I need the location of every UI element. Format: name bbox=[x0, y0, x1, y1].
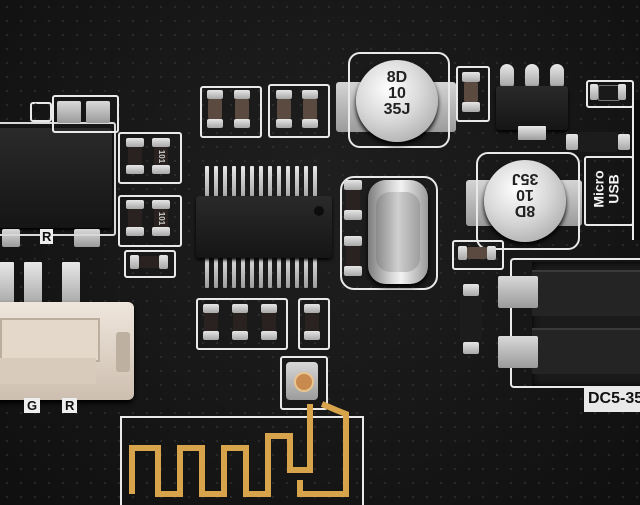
resistor bbox=[261, 304, 277, 340]
resistor bbox=[126, 138, 144, 174]
left-ic-package bbox=[0, 128, 112, 228]
pad bbox=[57, 101, 81, 123]
cap-outline bbox=[456, 66, 490, 122]
regulator-pin bbox=[550, 64, 564, 90]
capacitor bbox=[207, 90, 223, 128]
capacitor bbox=[276, 90, 292, 128]
electrolytic-capacitor: 8D 10 35J bbox=[484, 160, 566, 242]
diode bbox=[460, 284, 482, 354]
antenna-connector-outline bbox=[280, 356, 328, 410]
crystal-outline bbox=[340, 176, 438, 290]
resistor-outline bbox=[124, 250, 176, 278]
resistor-outline bbox=[118, 132, 182, 184]
capacitor bbox=[302, 90, 318, 128]
resistor bbox=[203, 304, 219, 340]
resistor bbox=[126, 200, 144, 236]
electrolytic-capacitor: 8D 10 35J bbox=[356, 60, 438, 142]
capacitor bbox=[234, 90, 250, 128]
cap-marking: 8D 10 35J bbox=[370, 70, 424, 118]
led-outline bbox=[586, 80, 634, 108]
audio-ic-pins-bottom bbox=[205, 252, 323, 288]
left-ic-pad bbox=[2, 229, 20, 247]
left-channel-label: L bbox=[34, 101, 42, 115]
audio-ic-pins-top bbox=[205, 166, 323, 202]
cap-pair-outline bbox=[200, 86, 262, 138]
cap-pair-outline bbox=[268, 84, 330, 138]
cap-marking-line: 35J bbox=[383, 101, 411, 118]
left-ic-outline bbox=[0, 122, 116, 236]
resistor-outline bbox=[452, 240, 504, 270]
left-ic-pad bbox=[74, 229, 100, 247]
regulator-pin bbox=[525, 64, 539, 90]
resistor-group-outline bbox=[196, 298, 288, 350]
capacitor-outline bbox=[476, 152, 580, 250]
ground-label: G bbox=[24, 398, 41, 413]
resistor bbox=[304, 304, 320, 340]
right-output-label: R bbox=[62, 398, 78, 413]
capacitor-outline bbox=[348, 52, 450, 148]
capacitor bbox=[462, 72, 480, 112]
resistor-outline bbox=[298, 298, 330, 350]
dc-connector-outline bbox=[510, 258, 640, 388]
antenna-keepout bbox=[120, 416, 364, 505]
resistor bbox=[152, 200, 170, 236]
voltage-regulator bbox=[496, 86, 568, 130]
resistor bbox=[458, 246, 496, 260]
resistor-outline bbox=[118, 195, 182, 247]
audio-ic-package bbox=[196, 196, 332, 258]
cap-marking-line: 8D bbox=[386, 69, 408, 86]
pin1-dot bbox=[314, 206, 324, 216]
cap-marking-line: 10 bbox=[388, 85, 406, 102]
left-label-box bbox=[30, 102, 52, 122]
dc-connector-pin bbox=[498, 276, 538, 308]
led bbox=[590, 84, 626, 101]
regulator-pin bbox=[500, 64, 514, 90]
pad bbox=[86, 101, 110, 123]
dc-voltage-label-bg bbox=[584, 386, 640, 412]
capacitor bbox=[344, 236, 362, 276]
part-outline bbox=[52, 95, 119, 133]
dc-connector-pin bbox=[498, 336, 538, 368]
diode bbox=[566, 132, 630, 152]
jst-connector bbox=[0, 302, 134, 400]
right-channel-label: R bbox=[40, 229, 54, 244]
ufl-antenna-connector bbox=[286, 362, 318, 400]
connector-pin bbox=[24, 262, 42, 312]
capacitor bbox=[344, 180, 362, 220]
resistor bbox=[130, 255, 168, 269]
usb-connector-edge bbox=[632, 100, 640, 240]
connector-pin bbox=[0, 262, 14, 312]
crystal-oscillator bbox=[368, 180, 428, 284]
regulator-tab bbox=[518, 126, 546, 140]
connector-pin bbox=[62, 262, 80, 312]
dc-voltage-label: DC5-35V bbox=[588, 390, 640, 407]
dc-power-connector bbox=[532, 262, 640, 386]
resistor bbox=[152, 138, 170, 174]
resistor bbox=[232, 304, 248, 340]
